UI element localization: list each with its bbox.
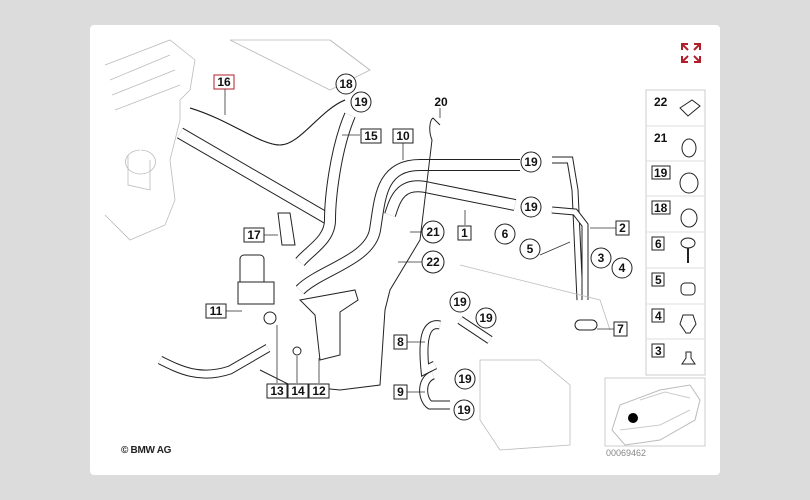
svg-text:15: 15 xyxy=(364,129,378,143)
copyright-text: © BMW AG xyxy=(121,445,172,456)
callout-15[interactable]: 15 xyxy=(360,128,382,144)
callout-19[interactable]: 19 xyxy=(449,291,471,313)
callout-13[interactable]: 13 xyxy=(266,383,288,399)
svg-text:19: 19 xyxy=(457,403,471,417)
callout-8[interactable]: 8 xyxy=(393,334,408,350)
svg-text:8: 8 xyxy=(397,335,404,349)
svg-text:3: 3 xyxy=(655,344,662,358)
hose-clamp-screw-icon xyxy=(679,172,699,194)
legend-item-21[interactable]: 21 xyxy=(654,131,697,158)
parts-legend: 22 21 19 18 6 5 4 xyxy=(645,89,706,376)
callout-21[interactable]: 21 xyxy=(421,220,445,244)
callout-10[interactable]: 10 xyxy=(392,128,414,144)
hose-clamp-screw-icon xyxy=(680,208,698,228)
legend-item-19[interactable]: 19 xyxy=(651,165,699,194)
callout-9[interactable]: 9 xyxy=(393,384,408,400)
svg-text:21: 21 xyxy=(654,131,668,145)
expand-arrows-icon xyxy=(681,43,701,63)
svg-text:7: 7 xyxy=(617,322,624,336)
svg-text:5: 5 xyxy=(527,242,534,256)
battery-outline xyxy=(459,264,611,451)
svg-text:4: 4 xyxy=(655,309,662,323)
svg-text:3: 3 xyxy=(598,251,605,265)
legend-item-22[interactable]: 22 xyxy=(654,95,701,117)
screw-icon xyxy=(680,237,696,263)
svg-text:14: 14 xyxy=(291,384,305,398)
callout-18[interactable]: 18 xyxy=(335,73,357,95)
svg-text:19: 19 xyxy=(458,372,472,386)
svg-text:20: 20 xyxy=(434,95,448,109)
callout-1[interactable]: 1 xyxy=(457,225,472,241)
svg-text:18: 18 xyxy=(654,201,668,215)
svg-text:19: 19 xyxy=(654,166,668,180)
expand-button[interactable] xyxy=(680,42,702,64)
bracket-2 xyxy=(574,319,598,331)
engine-outline xyxy=(104,39,371,241)
svg-text:19: 19 xyxy=(453,295,467,309)
callouts: 16 18 19 15 10 20 19 19 1 2 6 5 3 4 7 17… xyxy=(205,73,633,421)
callout-20[interactable]: 20 xyxy=(434,95,448,109)
plug-icon xyxy=(681,351,696,365)
svg-text:12: 12 xyxy=(312,384,326,398)
callout-22[interactable]: 22 xyxy=(421,250,445,274)
svg-text:19: 19 xyxy=(524,155,538,169)
clip-nut-icon xyxy=(679,314,697,334)
legend-item-18[interactable]: 18 xyxy=(651,200,698,228)
legend-item-3[interactable]: 3 xyxy=(651,343,696,365)
svg-text:22: 22 xyxy=(654,95,668,109)
svg-text:4: 4 xyxy=(619,261,626,275)
callout-17[interactable]: 17 xyxy=(243,227,265,243)
callout-19[interactable]: 19 xyxy=(520,196,542,218)
hose-clamp-icon xyxy=(681,138,697,158)
legend-item-4[interactable]: 4 xyxy=(651,308,697,334)
callout-14[interactable]: 14 xyxy=(287,383,309,399)
callout-2[interactable]: 2 xyxy=(615,220,630,236)
svg-text:18: 18 xyxy=(339,77,353,91)
callout-3[interactable]: 3 xyxy=(590,247,612,269)
callout-19[interactable]: 19 xyxy=(453,399,475,421)
leader-lines xyxy=(224,85,616,393)
car-locator xyxy=(604,377,706,447)
svg-text:10: 10 xyxy=(396,129,410,143)
callout-7[interactable]: 7 xyxy=(613,321,628,337)
callout-5[interactable]: 5 xyxy=(519,238,541,260)
svg-text:9: 9 xyxy=(397,385,404,399)
callout-19[interactable]: 19 xyxy=(475,307,497,329)
svg-text:21: 21 xyxy=(426,225,440,239)
svg-text:22: 22 xyxy=(426,255,440,269)
callout-12[interactable]: 12 xyxy=(308,383,330,399)
svg-text:2: 2 xyxy=(619,221,626,235)
grommet-icon xyxy=(680,282,696,296)
svg-text:5: 5 xyxy=(655,273,662,287)
callout-16[interactable]: 16 xyxy=(213,74,235,90)
callout-4[interactable]: 4 xyxy=(611,257,633,279)
hose-clip-icon xyxy=(679,99,701,117)
callout-19[interactable]: 19 xyxy=(454,368,476,390)
svg-text:6: 6 xyxy=(502,227,509,241)
svg-text:1: 1 xyxy=(461,226,468,240)
svg-text:6: 6 xyxy=(655,237,662,251)
svg-text:17: 17 xyxy=(247,228,261,242)
location-marker xyxy=(628,413,638,423)
legend-item-5[interactable]: 5 xyxy=(651,272,696,296)
callout-6[interactable]: 6 xyxy=(494,223,516,245)
callout-19[interactable]: 19 xyxy=(520,151,542,173)
legend-item-6[interactable]: 6 xyxy=(651,236,696,263)
hoses xyxy=(157,99,589,410)
diagram-number: 00069462 xyxy=(606,448,647,458)
svg-text:16: 16 xyxy=(217,75,231,89)
valve-assembly xyxy=(237,212,359,361)
callout-19[interactable]: 19 xyxy=(350,91,372,113)
svg-text:19: 19 xyxy=(479,311,493,325)
svg-text:19: 19 xyxy=(524,200,538,214)
callout-11[interactable]: 11 xyxy=(205,303,227,319)
svg-text:11: 11 xyxy=(210,304,223,318)
svg-text:13: 13 xyxy=(270,384,284,398)
svg-text:19: 19 xyxy=(354,95,368,109)
